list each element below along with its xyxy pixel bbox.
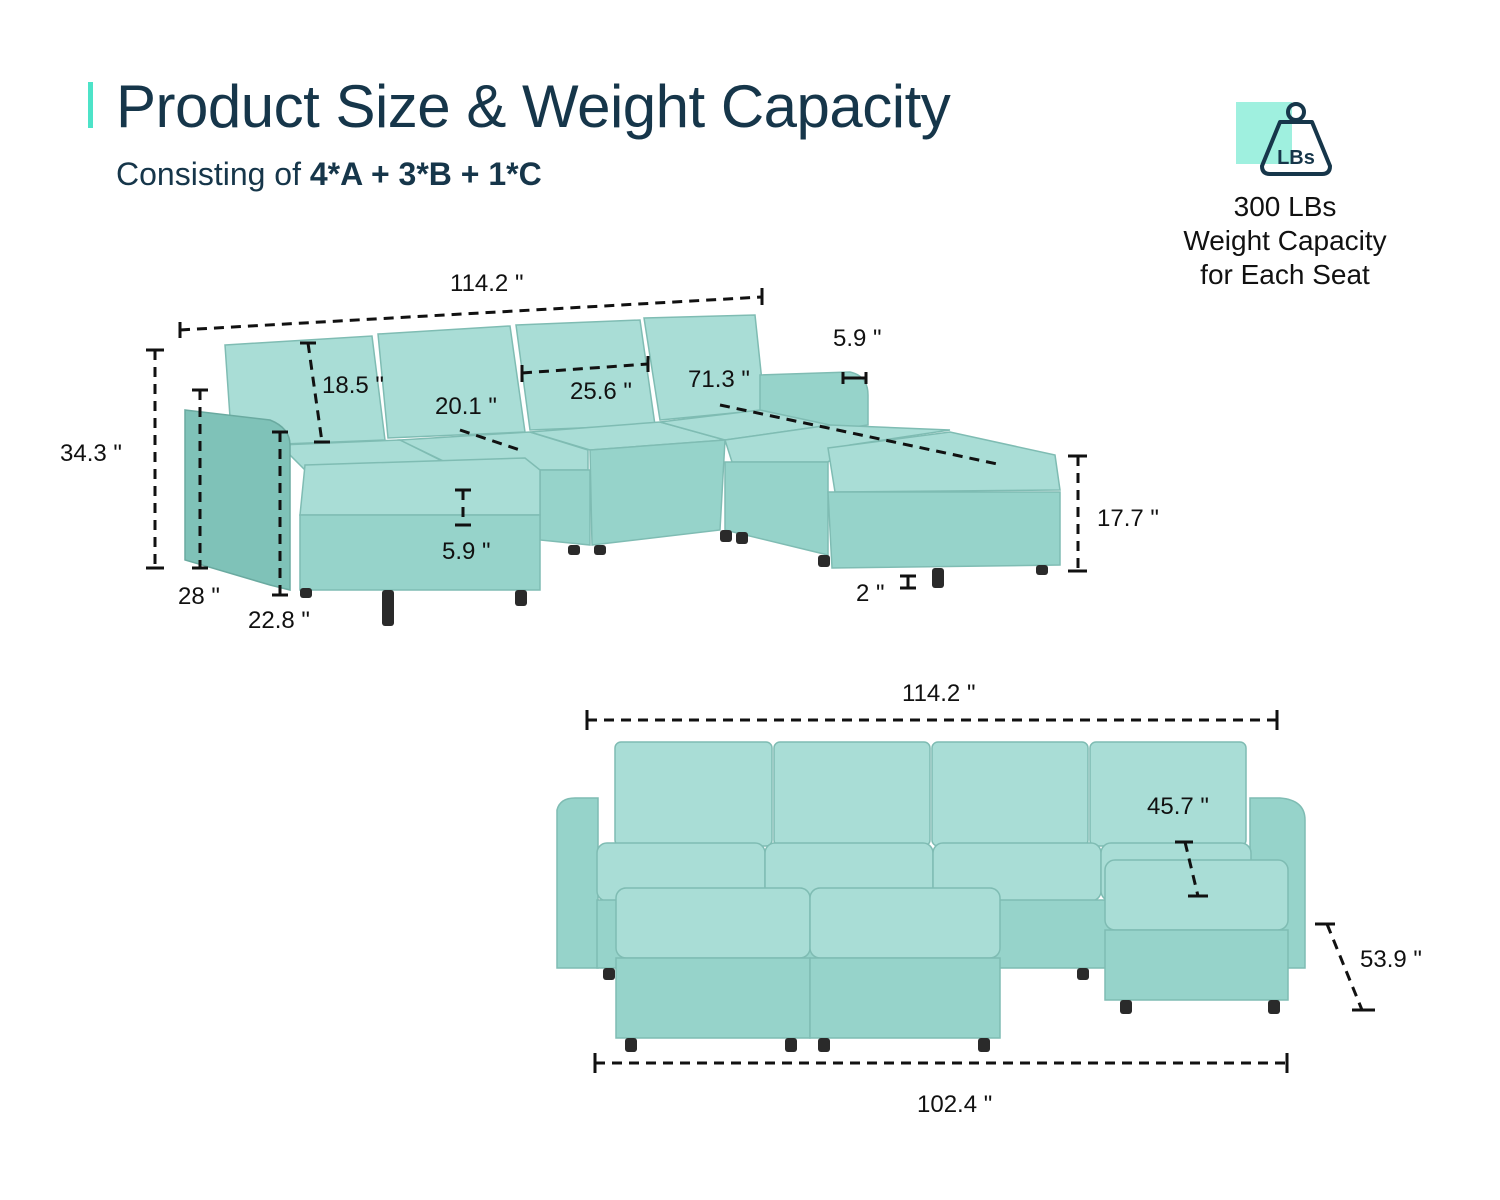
dim-seat-height: 22.8 " [248,607,310,634]
sectional-front-view [556,710,1375,1073]
dim-overall-width-top: 114.2 " [450,270,524,297]
dim-arm-height: 28 " [178,583,220,610]
dim-back-cushion-height: 18.5 " [322,372,384,399]
dim-overall-height: 34.3 " [60,440,122,467]
dim-ottoman-height: 17.7 " [1097,505,1159,532]
weight-lbs-icon: LBs [1236,102,1332,176]
capacity-value: 300 LBs [1233,191,1337,222]
page-title: Product Size & Weight Capacity [116,73,951,140]
dim-arm-width: 5.9 " [833,325,882,352]
dim-leg-height: 2 " [856,580,885,607]
dim-chaise-length: 71.3 " [688,366,750,393]
module-formula: 4*A + 3*B + 1*C [309,156,542,192]
svg-text:LBs: LBs [1277,147,1315,169]
dim-seat-width: 25.6 " [570,378,632,405]
dim-overall-width-front: 114.2 " [902,680,976,707]
dim-seat-depth: 20.1 " [435,393,497,420]
dim-cushion-thickness: 5.9 " [442,538,491,565]
sectional-perspective-view [146,288,1087,626]
dim-chaise-depth: 53.9 " [1360,946,1422,973]
weight-capacity-text: 300 LBs Weight Capacity for Each Seat [1130,190,1440,292]
subtitle-prefix: Consisting of [116,156,310,192]
page-subtitle: Consisting of 4*A + 3*B + 1*C [116,156,542,193]
title-accent-bar [88,82,93,128]
capacity-label: Weight Capacity [1183,225,1387,256]
capacity-scope: for Each Seat [1200,259,1370,290]
dim-seat-depth-ottoman: 45.7 " [1147,793,1209,820]
dim-bottom-width: 102.4 " [917,1091,993,1118]
